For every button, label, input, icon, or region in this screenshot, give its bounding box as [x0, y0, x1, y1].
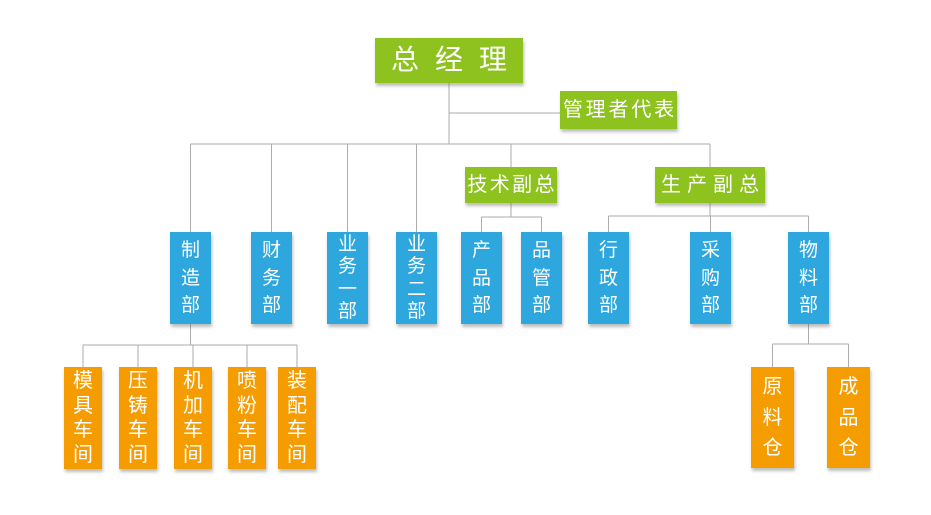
- org-node-label-char: 理: [478, 44, 507, 76]
- org-node-label-char: 品: [471, 267, 491, 289]
- org-node-finance-dept: 财务部: [251, 232, 292, 324]
- org-node-materials-dept: 物料部: [788, 232, 829, 324]
- org-node-label-char: 业: [406, 234, 426, 256]
- org-node-label-char: 间: [287, 443, 307, 466]
- org-node-label-char: 部: [180, 295, 200, 317]
- org-node-label-char: 理: [585, 99, 606, 121]
- org-node-label-char: 模: [73, 370, 93, 393]
- org-node-label-char: 间: [73, 443, 93, 466]
- org-node-label-char: 行: [598, 239, 618, 261]
- org-node-label-char: 喷: [237, 370, 257, 393]
- org-node-label-char: 一: [337, 278, 357, 300]
- org-node-label-char: 装: [287, 370, 307, 393]
- org-node-admin-dept: 行政部: [588, 232, 629, 324]
- org-node-label-char: 副: [713, 174, 733, 196]
- org-node-label-char: 加: [183, 394, 203, 417]
- org-node-label-char: 副: [512, 174, 533, 196]
- org-node-powder-workshop: 喷粉车间: [228, 367, 266, 469]
- org-node-purchasing-dept: 采购部: [690, 232, 731, 324]
- org-node-label-char: 政: [598, 267, 618, 289]
- org-node-label-char: 造: [180, 267, 200, 289]
- org-node-label-char: 车: [128, 419, 148, 442]
- org-node-label-char: 间: [128, 443, 148, 466]
- org-node-label-char: 物: [798, 239, 818, 261]
- org-node-label-char: 仓: [838, 436, 859, 459]
- org-node-label-char: 部: [798, 295, 818, 317]
- org-node-label-char: 料: [798, 267, 818, 289]
- org-node-raw-material-store: 原料仓: [751, 367, 794, 468]
- org-node-label-char: 经: [434, 44, 463, 76]
- org-node-label-char: 术: [489, 174, 510, 196]
- org-node-label-char: 管: [531, 267, 551, 289]
- org-node-label-char: 仓: [762, 436, 783, 459]
- org-node-label-char: 产: [471, 239, 491, 261]
- org-node-assembly-workshop: 装配车间: [278, 367, 316, 469]
- org-node-label-char: 购: [700, 267, 720, 289]
- org-node-quality-dept: 品管部: [521, 232, 562, 324]
- org-node-manufacturing-dept: 制造部: [170, 232, 211, 324]
- org-node-label-char: 总: [390, 44, 419, 76]
- org-node-label-char: 压: [128, 370, 148, 393]
- org-node-label-char: 表: [654, 99, 675, 121]
- org-node-label-char: 管: [562, 99, 583, 121]
- org-node-label-char: 者: [608, 99, 629, 121]
- org-node-label-char: 部: [261, 295, 281, 317]
- org-node-label-char: 务: [406, 256, 426, 278]
- org-node-label-char: 配: [287, 394, 307, 417]
- org-node-label-char: 品: [838, 406, 859, 429]
- org-node-label-char: 二: [406, 278, 426, 300]
- org-node-label-char: 采: [700, 239, 720, 261]
- org-node-label-char: 部: [337, 300, 357, 322]
- org-node-label-char: 原: [762, 376, 783, 399]
- org-node-label-char: 车: [287, 419, 307, 442]
- org-node-management-rep: 管理者代表: [560, 91, 677, 129]
- org-node-label-char: 总: [739, 174, 759, 196]
- org-node-label-char: 财: [261, 239, 281, 261]
- org-node-label-char: 部: [471, 295, 491, 317]
- org-node-label-char: 车: [183, 419, 203, 442]
- org-node-product-dept: 产品部: [461, 232, 502, 324]
- org-node-label-char: 车: [237, 419, 257, 442]
- org-node-label-char: 品: [531, 239, 551, 261]
- org-node-tech-vp: 技术副总: [465, 167, 557, 203]
- org-node-finished-goods-store: 成品仓: [827, 367, 870, 468]
- org-node-label-char: 部: [406, 300, 426, 322]
- org-node-label-char: 务: [337, 256, 357, 278]
- org-node-label-char: 技: [467, 174, 488, 196]
- org-node-label-char: 机: [183, 370, 203, 393]
- org-node-label-char: 料: [762, 406, 783, 429]
- org-node-diecast-workshop: 压铸车间: [119, 367, 157, 469]
- org-node-label-char: 车: [73, 419, 93, 442]
- org-node-label-char: 总: [534, 174, 555, 196]
- org-node-label-char: 业: [337, 234, 357, 256]
- org-node-machining-workshop: 机加车间: [174, 367, 212, 469]
- org-node-label-char: 制: [180, 239, 200, 261]
- org-node-label-char: 部: [700, 295, 720, 317]
- org-node-label-char: 务: [261, 267, 281, 289]
- org-node-label-char: 成: [838, 376, 859, 399]
- org-node-label-char: 代: [631, 99, 652, 121]
- org-node-label-char: 部: [531, 295, 551, 317]
- org-node-label-char: 粉: [237, 394, 257, 417]
- org-node-production-vp: 生产副总: [655, 167, 765, 203]
- org-node-label-char: 产: [687, 174, 707, 196]
- org-node-label-char: 间: [183, 443, 203, 466]
- org-node-business-dept-2: 业务二部: [396, 232, 437, 324]
- org-node-mold-workshop: 模具车间: [64, 367, 102, 469]
- org-node-label-char: 具: [73, 394, 93, 417]
- org-node-label-char: 部: [598, 295, 618, 317]
- org-node-label-char: 铸: [128, 394, 148, 417]
- org-node-label-char: 生: [661, 174, 681, 196]
- org-node-label-char: 间: [237, 443, 257, 466]
- org-node-general-manager: 总经理: [375, 38, 523, 83]
- org-node-business-dept-1: 业务一部: [327, 232, 368, 324]
